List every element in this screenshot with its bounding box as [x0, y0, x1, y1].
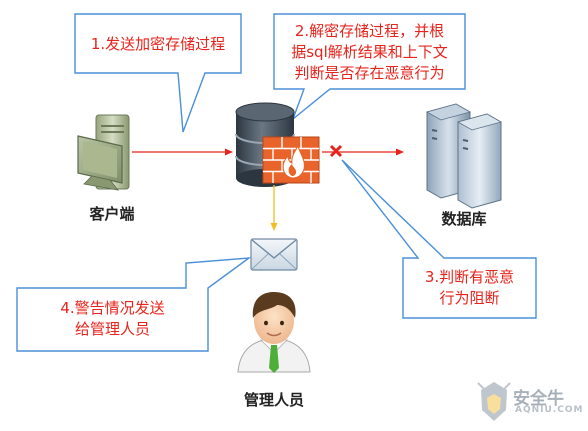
callout-step2-line3: 判断是否存在恶意行为 — [294, 64, 445, 82]
arrow-client-to-db — [132, 148, 233, 156]
watermark-shield-icon — [477, 382, 511, 421]
arrow-db-to-mail — [270, 185, 278, 231]
database-label: 数据库 — [441, 210, 487, 228]
callout-bubble-1 — [74, 13, 242, 133]
admin-avatar-icon — [237, 292, 311, 373]
watermark-domain: AQNIU.COM — [515, 405, 584, 415]
callout-step2-line2: 据sql解析结果和上下文 — [291, 43, 448, 61]
client-label: 客户端 — [89, 205, 135, 223]
admin-label: 管理人员 — [243, 391, 304, 409]
database-server-icon — [425, 103, 503, 209]
callout-step2-line1: 2.解密存储过程，并根 — [294, 22, 445, 40]
watermark-text: 安全牛 — [513, 389, 564, 409]
callout-step4-text: 4.警告情况发送 给管理人员 — [17, 298, 208, 340]
client-computer-icon — [77, 114, 130, 191]
callout-bubble-2 — [273, 13, 466, 122]
callout-bubble-3 — [341, 159, 537, 319]
callout-step1-text: 1.发送加密存储过程 — [90, 35, 226, 53]
callout-step3-text: 3.判断有恶意 行为阻断 — [403, 267, 536, 309]
callout-step2-text: 2.解密存储过程，并根 据sql解析结果和上下文 判断是否存在恶意行为 — [274, 21, 465, 84]
callout-step3-line1: 3.判断有恶意 — [424, 268, 515, 286]
callout-step4-line1: 4.警告情况发送 — [60, 299, 165, 317]
callout-step4-line2: 给管理人员 — [74, 320, 150, 338]
block-x-icon — [329, 144, 343, 158]
mail-envelope-icon — [250, 238, 298, 271]
database-firewall-icon — [235, 102, 320, 187]
callout-step3-line2: 行为阻断 — [439, 289, 500, 307]
callout-bubble-4 — [16, 257, 252, 352]
